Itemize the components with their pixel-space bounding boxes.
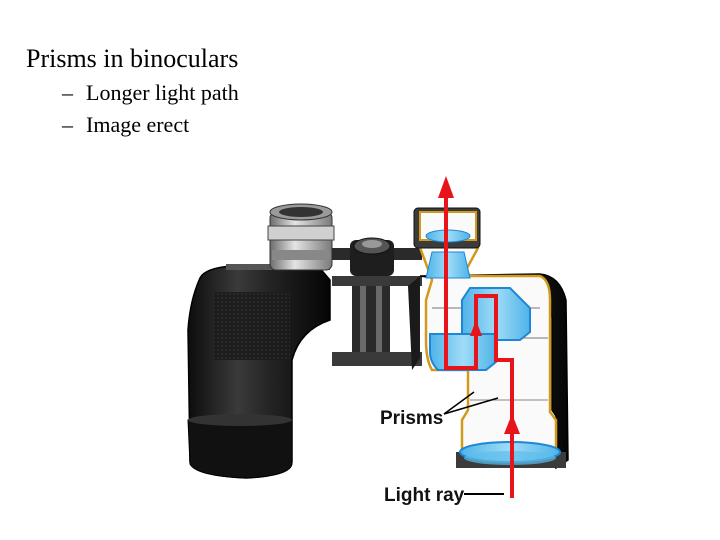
bullet-dash: – [62, 80, 73, 105]
prism-lower [429, 333, 497, 371]
slide-heading: Prisms in binoculars [26, 44, 239, 73]
light-ray-path [444, 196, 514, 498]
bullet-image-erect: –Image erect [62, 112, 189, 138]
hinge [332, 237, 422, 366]
light-ray-arrowheads [438, 176, 520, 434]
bullet-text: Longer light path [86, 80, 239, 105]
prisms-label: Prisms [380, 408, 443, 429]
left-barrel [187, 264, 331, 479]
bullet-text: Image erect [86, 112, 190, 137]
bullet-dash: – [62, 112, 73, 137]
right-barrel [408, 273, 569, 470]
light-ray-callout: Light ray [384, 485, 504, 506]
prisms-callout: Prisms [380, 391, 499, 429]
light-ray-label: Light ray [384, 485, 465, 506]
bullet-longer-light-path: –Longer light path [62, 80, 239, 106]
left-eyepiece [267, 203, 335, 271]
